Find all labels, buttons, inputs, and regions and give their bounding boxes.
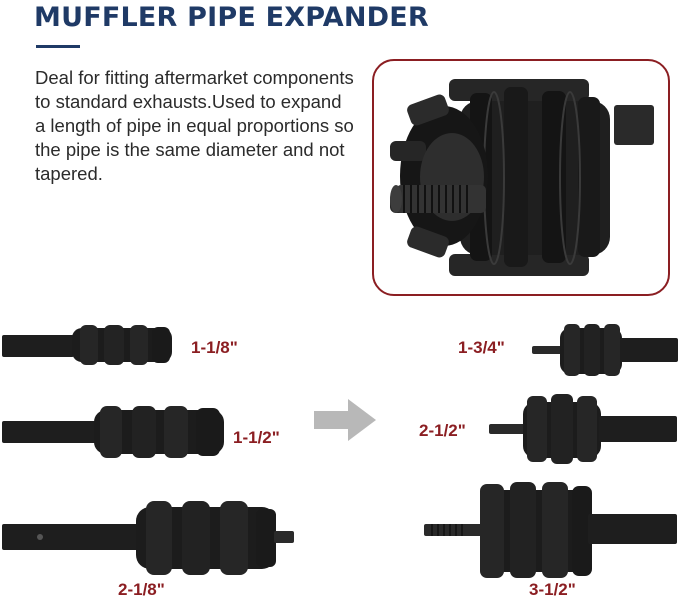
- size-label-1-3-4: 1-3/4": [458, 338, 505, 357]
- expander-1-1-2-tool: [2, 406, 224, 458]
- size-label-2-1-8: 2-1/8": [118, 580, 165, 599]
- arrow-right-icon: [314, 399, 376, 441]
- expander-1-3-4-tool: [532, 324, 678, 376]
- product-description: Deal for fitting aftermarket components …: [35, 67, 354, 184]
- size-label-1-1-8: 1-1/8": [191, 338, 238, 357]
- size-label-1-1-2: 1-1/2": [233, 428, 280, 447]
- expander-2-1-2-tool: [489, 394, 677, 464]
- size-label-2-1-2: 2-1/2": [419, 421, 466, 440]
- expander-3-1-2-tool: [424, 482, 677, 578]
- size-label-3-1-2: 3-1/2": [529, 580, 576, 599]
- title-underline: [36, 45, 80, 48]
- expander-1-1-8-tool: [2, 325, 172, 365]
- expander-2-1-8-tool: [2, 501, 294, 575]
- expander-closeup-photo: [372, 59, 670, 296]
- page-title: MUFFLER PIPE EXPANDER: [34, 2, 429, 33]
